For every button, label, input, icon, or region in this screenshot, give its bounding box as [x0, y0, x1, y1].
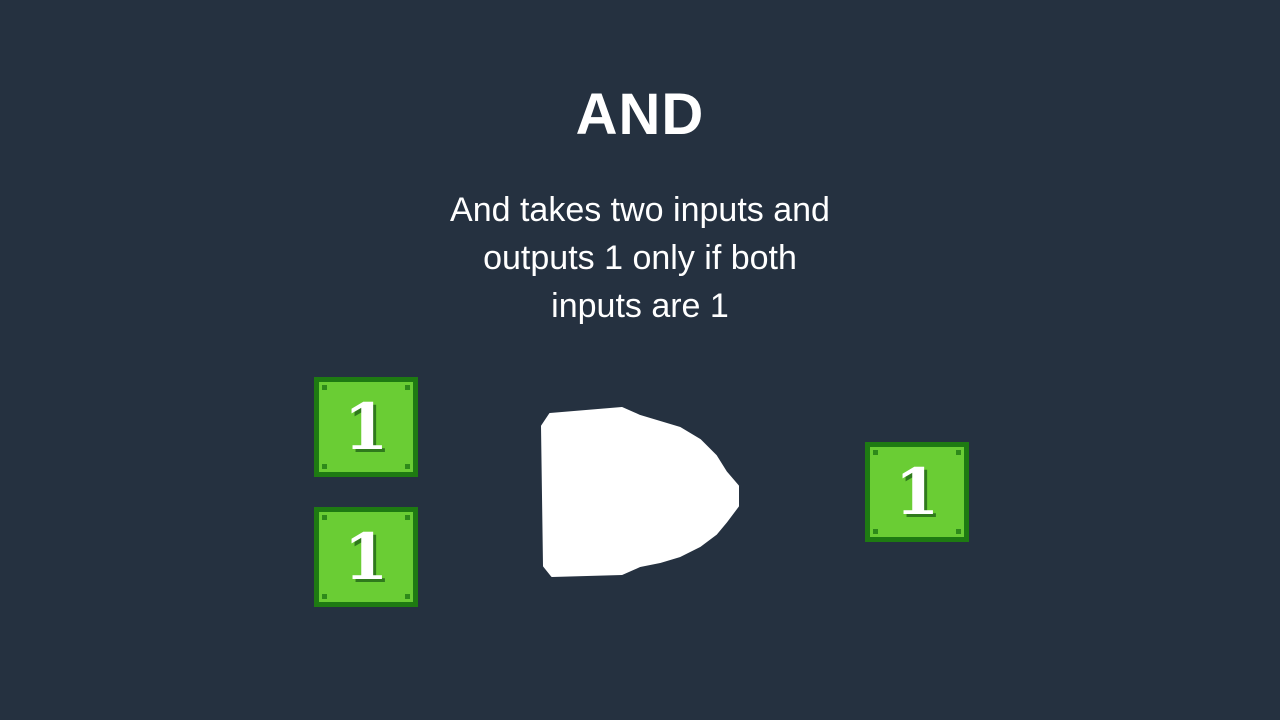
bit-tile-icon	[865, 442, 969, 542]
input-b-tile: 1	[314, 507, 418, 607]
slide-description: And takes two inputs and outputs 1 only …	[450, 191, 830, 325]
and-gate-icon	[541, 407, 739, 577]
and-gate	[540, 406, 740, 578]
bit-tile-icon	[314, 507, 418, 607]
input-a-tile: 1	[314, 377, 418, 477]
output-tile: 1	[865, 442, 969, 542]
slide-title: AND	[575, 82, 705, 147]
bit-tile-icon	[314, 377, 418, 477]
